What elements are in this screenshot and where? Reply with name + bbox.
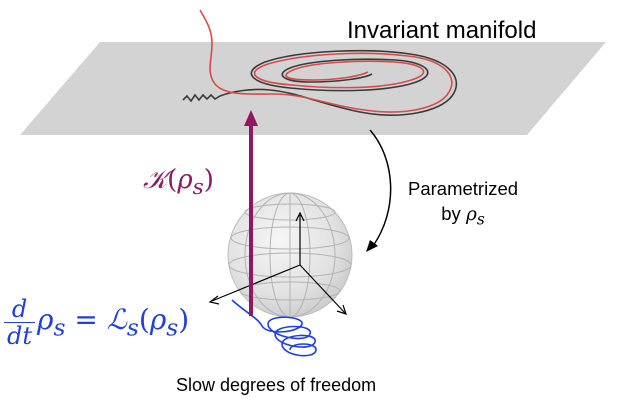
sphere-axes xyxy=(208,211,347,315)
param-line1: Parametrized xyxy=(408,178,519,199)
time-derivative: d dt xyxy=(4,296,36,349)
parametrization-label: Parametrized by ρs xyxy=(408,176,518,233)
slow-dof-label: Slow degrees of freedom xyxy=(176,375,377,395)
parametrization-arrow xyxy=(369,129,392,247)
manifold-trajectory-red xyxy=(199,9,453,113)
embedding-map-label: 𝒦(ρs) xyxy=(143,165,214,201)
param-line2: by ρs xyxy=(441,203,485,229)
slow-dynamics-equation: d dt ρs = ℒs(ρs) xyxy=(4,296,189,349)
embedding-arrowhead xyxy=(244,110,258,126)
manifold-title: Invariant manifold xyxy=(347,17,537,44)
slow-manifold-sphere xyxy=(227,192,353,318)
invariant-manifold-plane xyxy=(20,42,606,135)
parametrization-arrowhead xyxy=(366,240,378,252)
slow-trajectory xyxy=(231,299,317,357)
